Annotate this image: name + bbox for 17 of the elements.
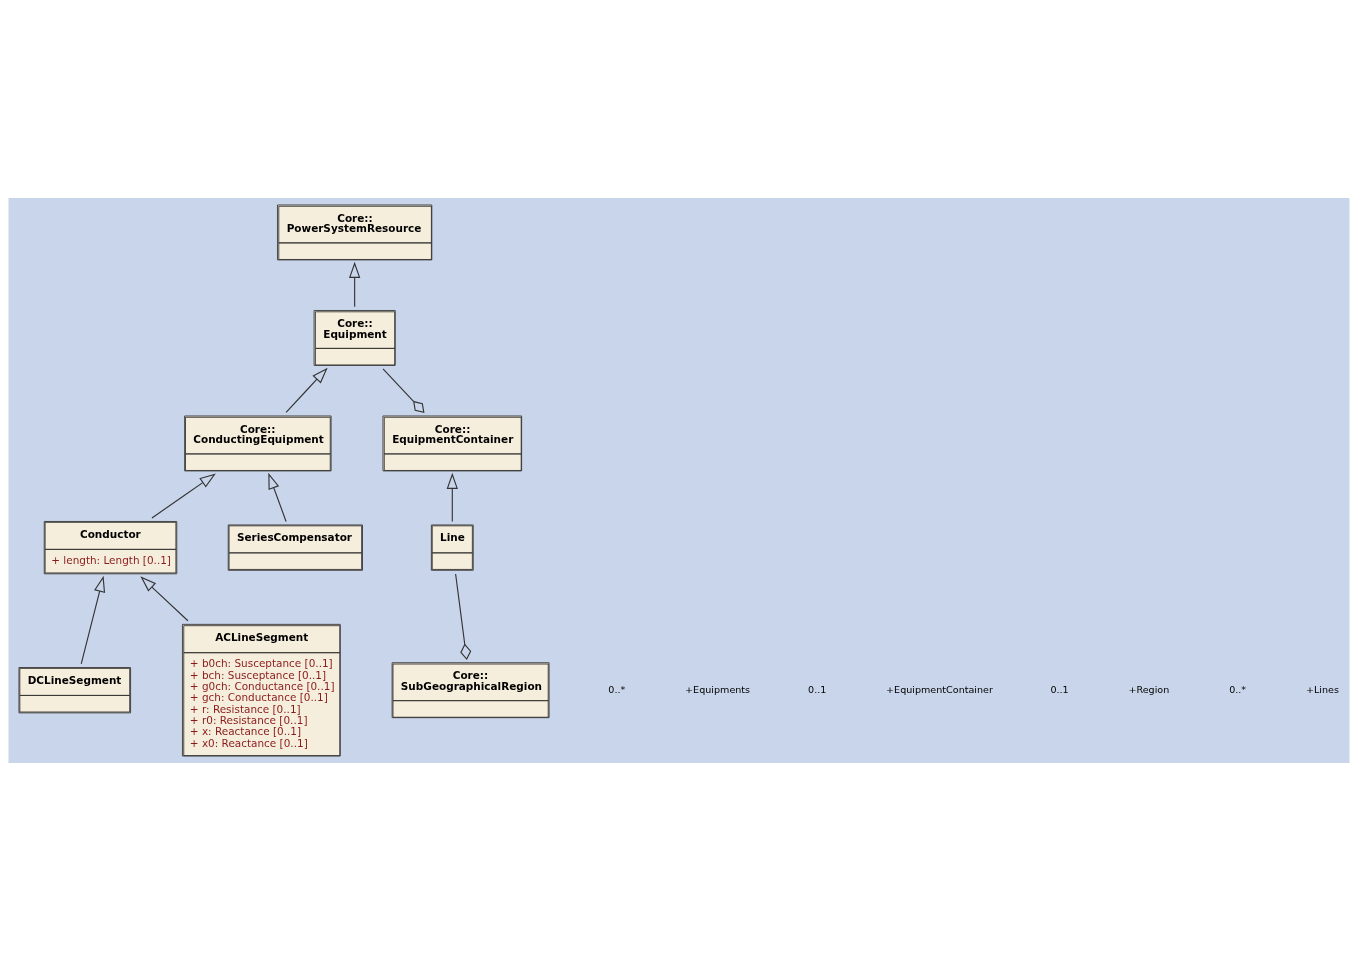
- arrow: [446, 472, 458, 522]
- label: 0..*: [1229, 683, 1247, 695]
- arrow: [151, 473, 216, 519]
- arrow: [348, 261, 361, 307]
- connector: [455, 572, 472, 660]
- label: +Region: [1128, 683, 1170, 695]
- label: 0..1: [808, 683, 827, 695]
- label: +EquipmentContainer: [886, 683, 993, 695]
- arrow: [285, 367, 328, 413]
- label: +Equipments: [685, 683, 751, 695]
- arrow: [140, 575, 189, 621]
- arrow: [80, 575, 106, 664]
- label: 0..*: [608, 683, 626, 695]
- arrow: [268, 472, 287, 522]
- connector: [382, 367, 425, 413]
- label: +Lines: [1305, 683, 1339, 695]
- label: 0..1: [1050, 683, 1069, 695]
